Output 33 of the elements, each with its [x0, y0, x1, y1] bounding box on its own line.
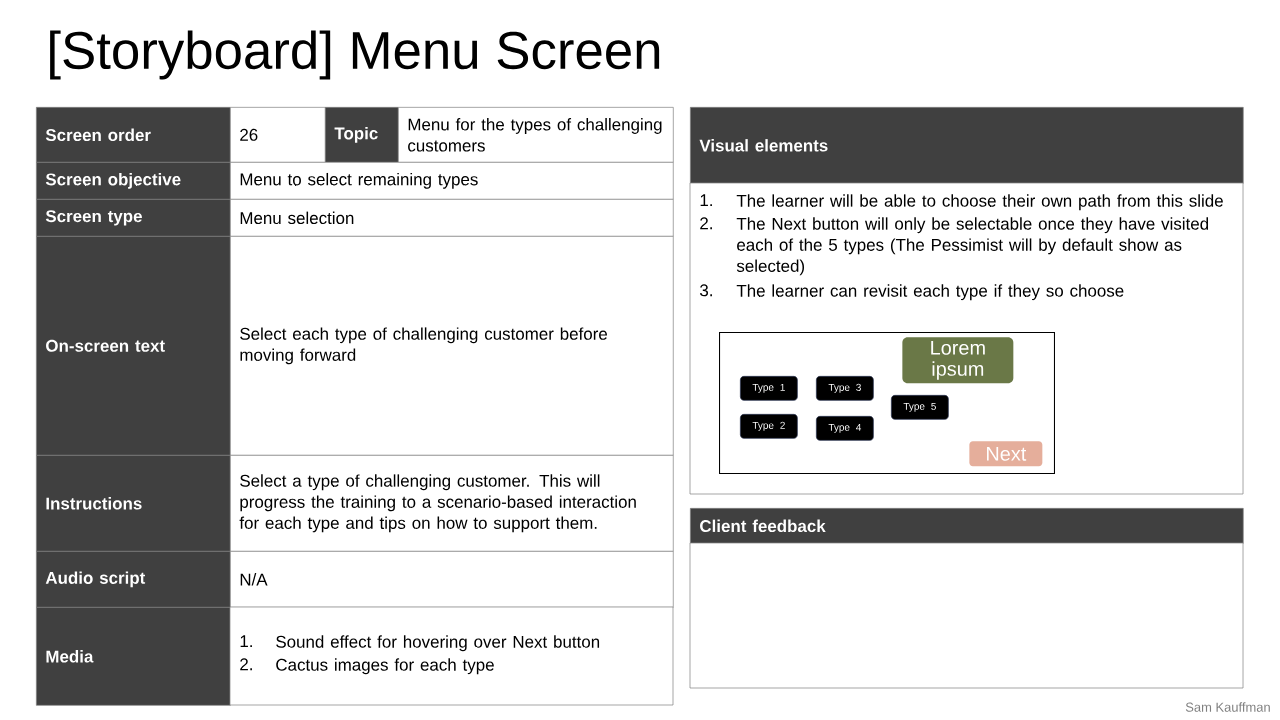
list-number: 2. [240, 658, 252, 671]
header-cell: Topic [325, 107, 399, 163]
header-cell: Media [36, 607, 231, 706]
table-cell: Select a type of challenging customer. This will progress the training to a scenario-based interaction for each type and tips on how to support them. [230, 455, 674, 552]
table-cell: Menu for the types of challenging customers [398, 107, 674, 163]
list-item: The learner will be able to choose their own path from this slide [736, 194, 1223, 211]
header-cell: Instructions [36, 455, 231, 552]
menu-button: Type 3 [816, 376, 874, 401]
list-number: 3. [700, 284, 712, 297]
menu-button: Type 4 [816, 416, 874, 441]
menu-button: Type 5 [891, 395, 949, 420]
title: [Storyboard] Menu Screen [50, 30, 660, 80]
list-number: 2. [700, 217, 712, 230]
header-cell: Screen order [36, 107, 231, 163]
list-item: Cactus images for each type [276, 658, 494, 675]
list-number: 1. [700, 194, 712, 206]
table-cell: N/A [230, 551, 674, 608]
header-cell: Screen type [36, 199, 231, 237]
menu-button: Type 2 [740, 414, 798, 439]
list-item: The Next button will only be selectable once they have visited each of the 5 types (The Pessimist will by default show as selected) [736, 217, 1208, 276]
table-cell: Menu selection [230, 199, 674, 237]
header-cell: Screen objective [36, 162, 231, 200]
header-cell: Visual elements [690, 107, 1244, 184]
header-cell: Audio script [36, 551, 231, 608]
next-button: Next [969, 441, 1043, 467]
author-credit: Sam Kauffman [1185, 702, 1270, 712]
menu-button: Type 1 [740, 376, 798, 401]
header-cell: Client feedback [690, 508, 1244, 544]
list-number: 1. [240, 635, 252, 647]
text-box: Lorem ipsum [902, 337, 1014, 384]
list-item: The learner can revisit each type if they so choose [736, 284, 1124, 301]
list-item: Sound effect for hovering over Next button [276, 635, 600, 652]
table-cell: 26 [230, 107, 326, 163]
